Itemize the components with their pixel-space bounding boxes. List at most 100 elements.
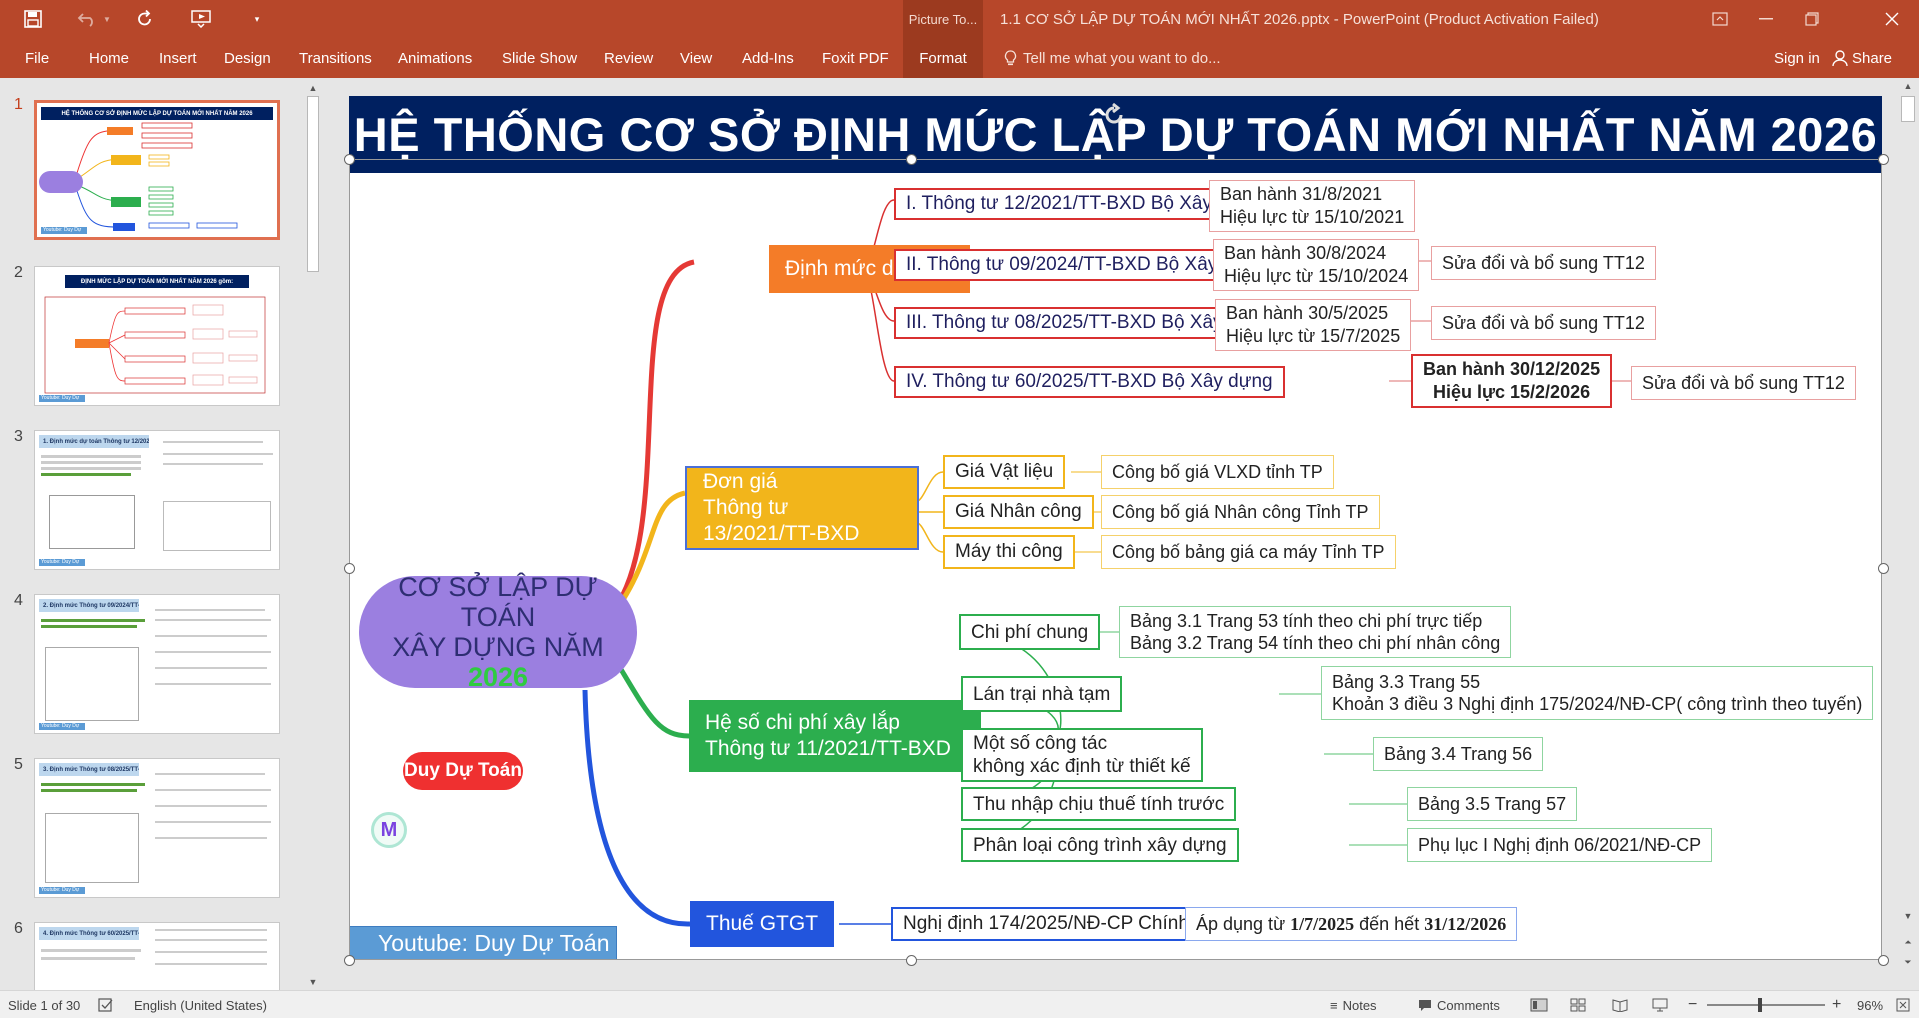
tab-review[interactable]: Review xyxy=(604,49,654,67)
resize-handle[interactable] xyxy=(906,154,917,165)
resize-handle[interactable] xyxy=(344,563,355,574)
scrollbar-handle[interactable] xyxy=(307,96,319,272)
thumbnails-scrollbar[interactable]: ▲ ▼ xyxy=(304,80,322,990)
slide-sorter-icon[interactable] xyxy=(1570,991,1586,1018)
branch-thue-gtgt[interactable]: Thuế GTGT xyxy=(690,901,835,947)
circular-09-note[interactable]: Sửa đổi và bổ sung TT12 xyxy=(1431,246,1656,280)
normal-view-icon[interactable] xyxy=(1530,991,1548,1018)
thue-nghi-dinh[interactable]: Nghị định 174/2025/NĐ-CP Chính phủ xyxy=(891,907,1238,941)
don-gia-may-thi-cong[interactable]: Máy thi công xyxy=(943,535,1075,569)
thue-ap-dung[interactable]: Áp dụng từ 1/7/2025 đến hết 31/12/2026 xyxy=(1185,907,1518,941)
start-from-beginning-icon[interactable] xyxy=(188,6,216,32)
scroll-up-icon[interactable]: ▲ xyxy=(308,83,318,93)
thumb-slide-3[interactable]: 1. Định mức dự toán Thông tư 12/2021/TT-… xyxy=(34,430,280,570)
he-so-chi-phi-chung-value[interactable]: Bảng 3.1 Trang 53 tính theo chi phí trực… xyxy=(1119,606,1512,658)
youtube-label[interactable]: Youtube: Duy Dự Toán xyxy=(349,926,617,960)
resize-handle[interactable] xyxy=(1878,955,1889,966)
he-so-lan-trai[interactable]: Lán trại nhà tạm xyxy=(961,676,1123,712)
thumb-slide-4[interactable]: 2. Định mức Thông tư 09/2024/TT-BXD Yout… xyxy=(34,594,280,734)
tab-animations[interactable]: Animations xyxy=(398,49,473,67)
undo-icon[interactable] xyxy=(74,6,100,32)
don-gia-nhan-cong-value[interactable]: Công bố giá Nhân công Tỉnh TP xyxy=(1101,495,1380,529)
notes-button[interactable]: ≡Notes xyxy=(1330,991,1377,1018)
zoom-in-icon[interactable]: + xyxy=(1832,996,1842,1013)
restore-icon[interactable] xyxy=(1789,0,1835,38)
comments-button[interactable]: Comments xyxy=(1418,991,1500,1018)
customize-qat-icon[interactable]: ▾ xyxy=(254,13,260,24)
slide-1[interactable]: HỆ THỐNG CƠ SỞ ĐỊNH MỨC LẬP DỰ TOÁN MỚI … xyxy=(349,96,1882,960)
resize-handle[interactable] xyxy=(1878,563,1889,574)
tab-format[interactable]: Format xyxy=(903,38,983,78)
duy-du-toan-pill[interactable]: Duy Dự Toán xyxy=(403,752,523,790)
thumb-slide-5[interactable]: 3. Định mức Thông tư 08/2025/TT-BXD Yout… xyxy=(34,758,280,898)
circular-08-note[interactable]: Sửa đổi và bổ sung TT12 xyxy=(1431,306,1656,340)
zoom-level[interactable]: 96% xyxy=(1857,997,1884,1013)
resize-handle[interactable] xyxy=(1878,154,1889,165)
language-indicator[interactable]: English (United States) xyxy=(134,997,267,1013)
zoom-slider-thumb[interactable] xyxy=(1758,998,1762,1012)
spelling-icon[interactable] xyxy=(98,991,114,1018)
resize-handle[interactable] xyxy=(344,955,355,966)
tab-slide-show[interactable]: Slide Show xyxy=(502,49,578,67)
tab-file[interactable]: File xyxy=(25,49,50,67)
don-gia-vat-lieu-value[interactable]: Công bố giá VLXD tỉnh TP xyxy=(1101,455,1334,489)
he-so-mot-so-cong-tac-value[interactable]: Bảng 3.4 Trang 56 xyxy=(1373,737,1544,771)
slideshow-view-icon[interactable] xyxy=(1652,991,1668,1018)
tab-insert[interactable]: Insert xyxy=(159,49,197,67)
circular-60-2025[interactable]: IV. Thông tư 60/2025/TT-BXD Bộ Xây dựng xyxy=(894,366,1285,398)
circular-60-note[interactable]: Sửa đổi và bổ sung TT12 xyxy=(1631,366,1856,400)
tab-foxit-pdf[interactable]: Foxit PDF xyxy=(822,49,889,67)
scrollbar-handle[interactable] xyxy=(1901,96,1915,122)
center-line-2: XÂY DỰNG NĂM 2026 xyxy=(392,632,604,692)
reading-view-icon[interactable] xyxy=(1612,991,1628,1018)
don-gia-may-thi-cong-value[interactable]: Công bố bảng giá ca máy Tỉnh TP xyxy=(1101,535,1396,569)
thumb-slide-2[interactable]: ĐỊNH MỨC LẬP DỰ TOÁN MỚI NHẤT NĂM 2026 g… xyxy=(34,266,280,406)
undo-dropdown-icon[interactable]: ▼ xyxy=(103,14,111,24)
ribbon-display-options-icon[interactable] xyxy=(1697,0,1743,38)
resize-handle[interactable] xyxy=(906,955,917,966)
tab-home[interactable]: Home xyxy=(89,49,130,67)
rotate-handle-icon[interactable] xyxy=(1101,102,1127,128)
he-so-thu-nhap-value[interactable]: Bảng 3.5 Trang 57 xyxy=(1407,787,1578,821)
thumb-slide-6[interactable]: 4. Định mức Thông tư 60/2025/TT-BXD xyxy=(34,922,280,990)
close-icon[interactable] xyxy=(1869,0,1915,38)
he-so-phan-loai[interactable]: Phân loại công trình xây dựng xyxy=(961,828,1239,862)
center-node[interactable]: CƠ SỞ LẬP DỰ TOÁN XÂY DỰNG NĂM 2026 xyxy=(359,572,637,692)
share-button[interactable]: Share xyxy=(1832,38,1892,78)
he-so-phan-loai-value[interactable]: Phụ lục I Nghị định 06/2021/NĐ-CP xyxy=(1407,828,1713,862)
tab-design[interactable]: Design xyxy=(224,49,271,67)
scroll-down-icon[interactable]: ▼ xyxy=(1903,911,1913,921)
next-slide-icon[interactable]: ⏷ xyxy=(1904,956,1912,967)
don-gia-vat-lieu[interactable]: Giá Vật liệu xyxy=(943,455,1066,489)
resize-handle[interactable] xyxy=(344,154,355,165)
scroll-down-icon[interactable]: ▼ xyxy=(308,977,318,987)
sign-in-link[interactable]: Sign in xyxy=(1774,49,1820,67)
zoom-slider[interactable] xyxy=(1707,1004,1825,1006)
tab-view[interactable]: View xyxy=(680,49,713,67)
thumb-slide-1[interactable]: HỆ THỐNG CƠ SỞ ĐỊNH MỨC LẬP DỰ TOÁN MỚI … xyxy=(34,100,280,240)
he-so-chi-phi-chung[interactable]: Chi phí chung xyxy=(959,614,1101,650)
zoom-out-icon[interactable]: − xyxy=(1688,996,1698,1013)
save-icon[interactable] xyxy=(20,6,46,32)
slide-counter[interactable]: Slide 1 of 30 xyxy=(8,997,81,1013)
redo-icon[interactable] xyxy=(132,6,158,32)
scroll-up-icon[interactable]: ▲ xyxy=(1903,81,1913,91)
tab-transitions[interactable]: Transitions xyxy=(299,49,372,67)
previous-slide-icon[interactable]: ⏶ xyxy=(1904,936,1912,947)
fit-slide-icon[interactable] xyxy=(1896,991,1910,1018)
don-gia-nhan-cong[interactable]: Giá Nhân công xyxy=(943,495,1094,529)
he-so-thu-nhap[interactable]: Thu nhập chịu thuế tính trước xyxy=(961,787,1237,821)
tell-me-box[interactable]: Tell me what you want to do... xyxy=(1004,38,1221,78)
minimize-icon[interactable] xyxy=(1743,0,1789,38)
slide-scrollbar[interactable]: ▲ ▼ ⏶ ⏷ xyxy=(1897,78,1919,990)
comments-label: Comments xyxy=(1437,997,1500,1013)
tab-add-ins[interactable]: Add-Ins xyxy=(742,49,794,67)
